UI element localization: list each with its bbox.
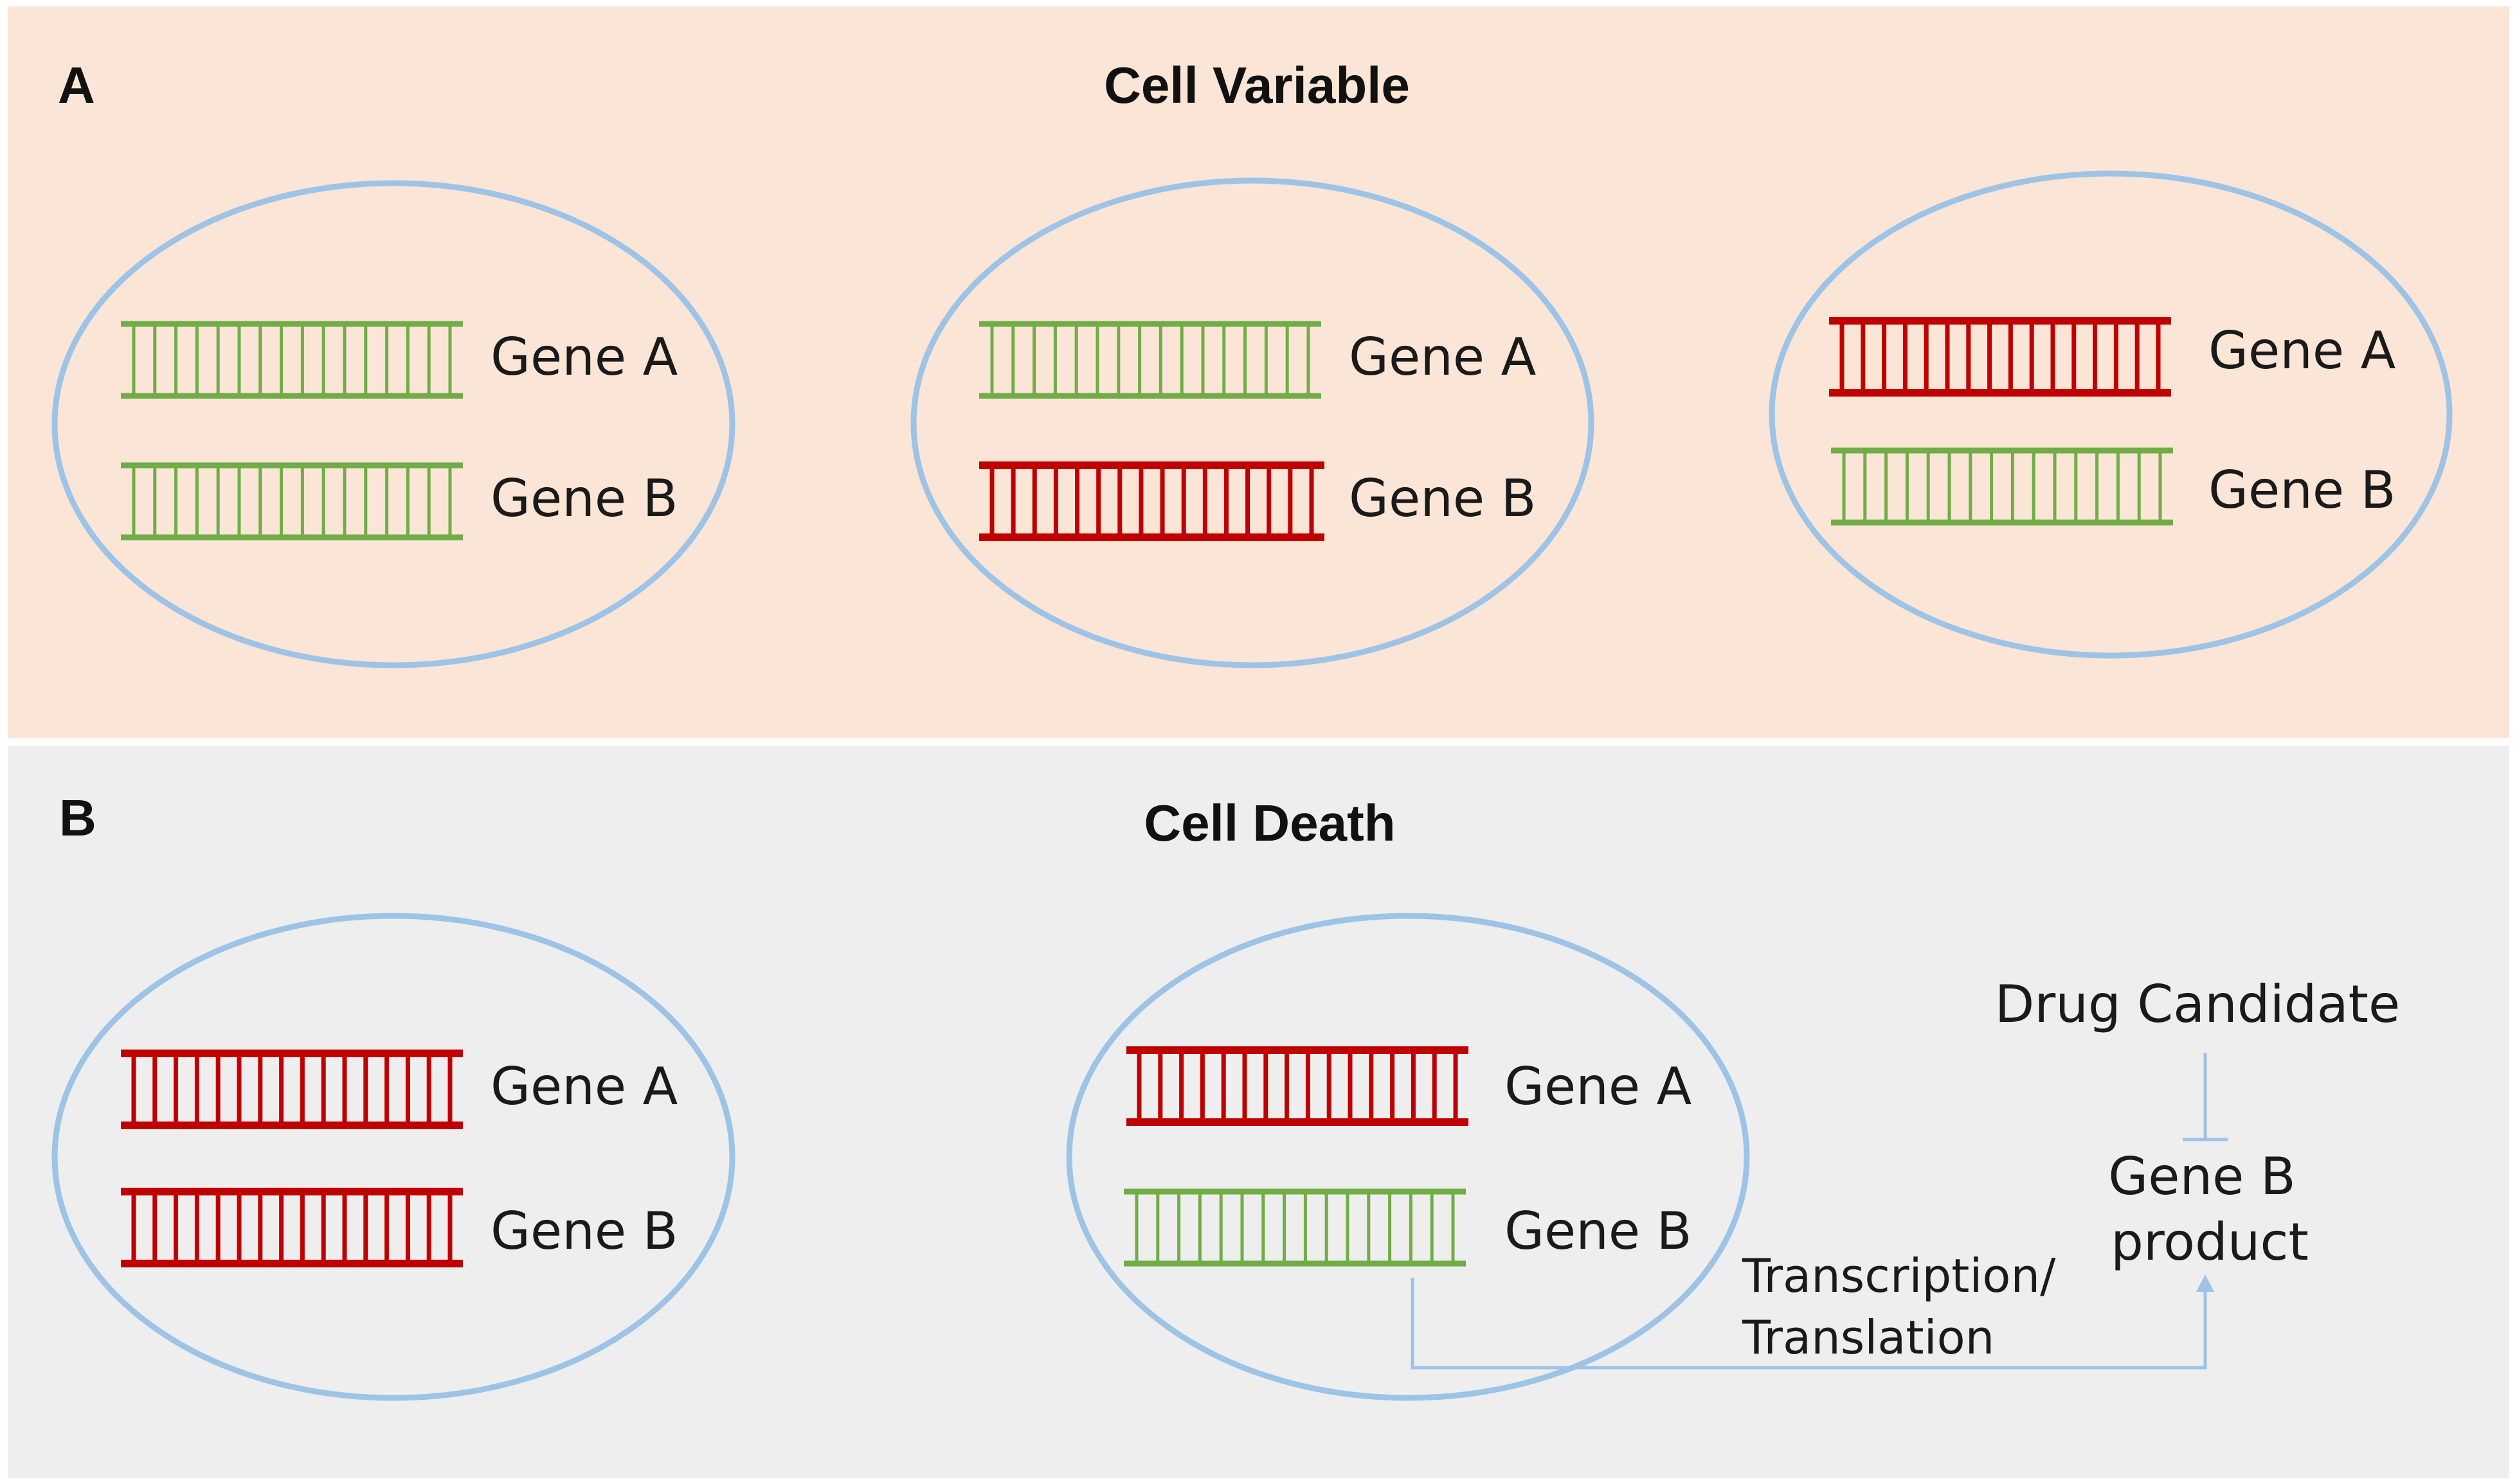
panel-a-cell-2: Gene A Gene B — [910, 177, 1594, 668]
dna-ladder-gene-b — [121, 462, 463, 541]
cell-outline — [1066, 913, 1750, 1401]
dna-ladder-gene-a — [979, 321, 1321, 399]
panel-a: A Cell Variable Gene A Gene B Gene A Gen… — [8, 6, 2509, 738]
drug-inhibition: Drug Candidate Gene B product — [1995, 974, 2400, 1272]
panel-b-title: Cell Death — [1144, 794, 1395, 852]
gene-a-label: Gene A — [491, 327, 678, 387]
panel-a-letter: A — [58, 57, 95, 114]
dna-ladder-gene-b — [979, 461, 1324, 541]
gene-a-label: Gene A — [1504, 1057, 1692, 1116]
dna-ladder-gene-a — [121, 321, 463, 399]
gene-b-label: Gene B — [2208, 460, 2395, 520]
panel-a-title: Cell Variable — [1104, 57, 1410, 114]
cell-outline — [51, 180, 735, 668]
dna-ladder-gene-b — [1831, 447, 2173, 526]
gene-b-label: Gene B — [1349, 469, 1536, 528]
dna-ladder-gene-a — [1829, 317, 2171, 397]
panel-a-cell-3: Gene A Gene B — [1769, 170, 2453, 659]
panel-b-background — [8, 746, 2509, 1478]
cell-outline — [910, 177, 1594, 668]
panel-b-cell-2: Gene A Gene B — [1066, 913, 1750, 1401]
transcription-flow: Transcription/ Translation — [1411, 1249, 2214, 1370]
gene-a-label: Gene A — [1349, 327, 1537, 387]
flow-label-line-2: Translation — [1742, 1310, 1994, 1364]
panel-b: B Cell Death Gene A Gene B Gene A Gene B… — [8, 746, 2509, 1478]
panel-b-letter: B — [59, 789, 96, 846]
gene-a-label: Gene A — [2208, 321, 2396, 380]
flow-label-line-1: Transcription/ — [1742, 1249, 2056, 1303]
gene-b-label: Gene B — [491, 469, 678, 528]
cell-outline — [1769, 170, 2453, 659]
flow-arrowhead — [2196, 1274, 2214, 1292]
panel-b-cell-1: Gene A Gene B — [51, 913, 735, 1401]
dna-ladder-gene-a — [121, 1050, 463, 1129]
panel-a-background — [8, 6, 2509, 738]
gene-b-label: Gene B — [491, 1201, 678, 1261]
gene-a-label: Gene A — [491, 1057, 678, 1116]
cell-outline — [51, 913, 735, 1401]
dna-ladder-gene-b — [121, 1188, 463, 1267]
gene-b-product-label-line-2: product — [2111, 1212, 2309, 1272]
gene-b-product-label-line-1: Gene B — [2108, 1147, 2295, 1206]
drug-candidate-label: Drug Candidate — [1995, 974, 2400, 1034]
flow-connector-line — [1411, 1278, 2207, 1370]
dna-ladder-gene-b — [1124, 1188, 1466, 1267]
gene-b-label: Gene B — [1504, 1201, 1692, 1261]
dna-ladder-gene-a — [1126, 1046, 1468, 1126]
panel-a-cell-1: Gene A Gene B — [51, 180, 735, 668]
